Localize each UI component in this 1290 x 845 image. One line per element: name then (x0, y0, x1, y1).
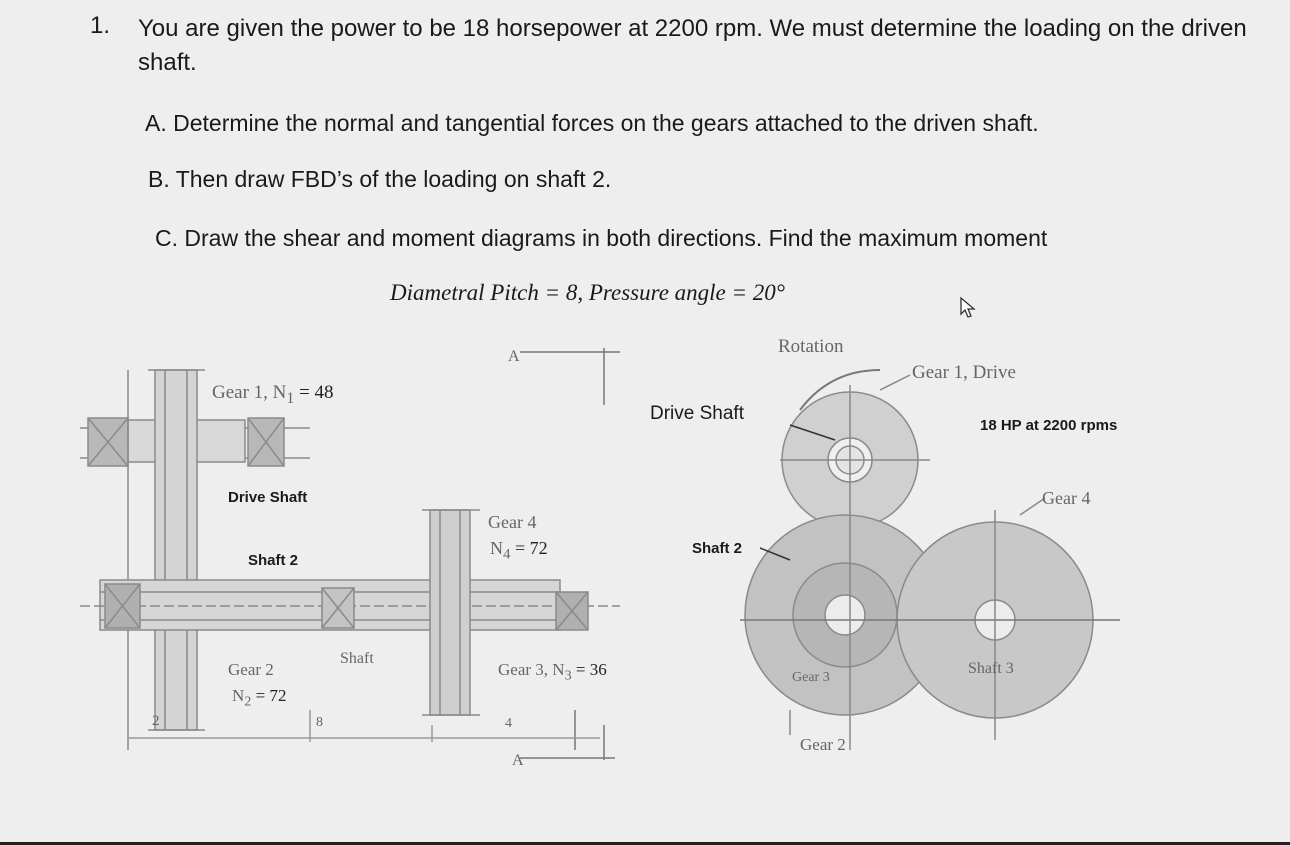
label-gear2: Gear 2 (228, 660, 274, 679)
label-gear1-drive: Gear 1, Drive (912, 362, 1016, 383)
mouse-pointer-icon (960, 296, 976, 318)
label-gear2-front: Gear 2 (800, 735, 846, 754)
given-parameters: Diametral Pitch = 8, Pressure angle = 20… (390, 280, 785, 305)
dimension-4: 4 (505, 716, 512, 731)
gear4-gear3-column (429, 509, 471, 716)
label-drive-shaft-front: Drive Shaft (650, 403, 744, 424)
problem-text: 1. You are given the power to be 18 hors… (0, 0, 1290, 320)
problem-number: 1. (90, 12, 111, 39)
label-gear4-front: Gear 4 (1042, 488, 1091, 508)
dimension-2: 2 (152, 713, 160, 729)
label-gear4: Gear 4 (488, 512, 537, 532)
problem-statement: You are given the power to be 18 horsepo… (138, 15, 1247, 76)
dimension-8: 8 (316, 715, 323, 730)
gear1-gear2-column (154, 369, 198, 731)
label-shaft2-front: Shaft 2 (692, 540, 743, 557)
label-gear1: Gear 1, N1 = 48 (212, 382, 334, 407)
label-gear2-teeth: N2 = 72 (232, 686, 287, 710)
front-view-drawing (740, 369, 1120, 750)
gear-train-drawing (80, 348, 1120, 760)
label-power: 18 HP at 2200 rpms (980, 417, 1118, 434)
label-shaft3: Shaft 3 (968, 660, 1014, 677)
section-label-bottom: A (512, 752, 524, 769)
gear-train-figure: Gear 1, N1 = 48 Drive Shaft Shaft 2 Shaf… (0, 330, 1290, 845)
label-shaft2-side: Shaft 2 (248, 552, 299, 569)
part-c: C. Draw the shear and moment diagrams in… (155, 225, 1048, 251)
label-gear3: Gear 3, N3 = 36 (498, 660, 607, 684)
bottom-border (0, 842, 1290, 845)
label-gear3-front: Gear 3 (792, 670, 830, 685)
label-gear4-teeth: N4 = 72 (490, 538, 548, 563)
side-view-drawing (80, 348, 620, 760)
section-label-top: A (508, 348, 520, 365)
label-shaft: Shaft (340, 650, 374, 667)
label-drive-shaft-side: Drive Shaft (228, 489, 308, 506)
label-rotation: Rotation (778, 336, 844, 357)
part-b: B. Then draw FBD’s of the loading on sha… (148, 166, 612, 192)
part-a: A. Determine the normal and tangential f… (145, 110, 1039, 136)
